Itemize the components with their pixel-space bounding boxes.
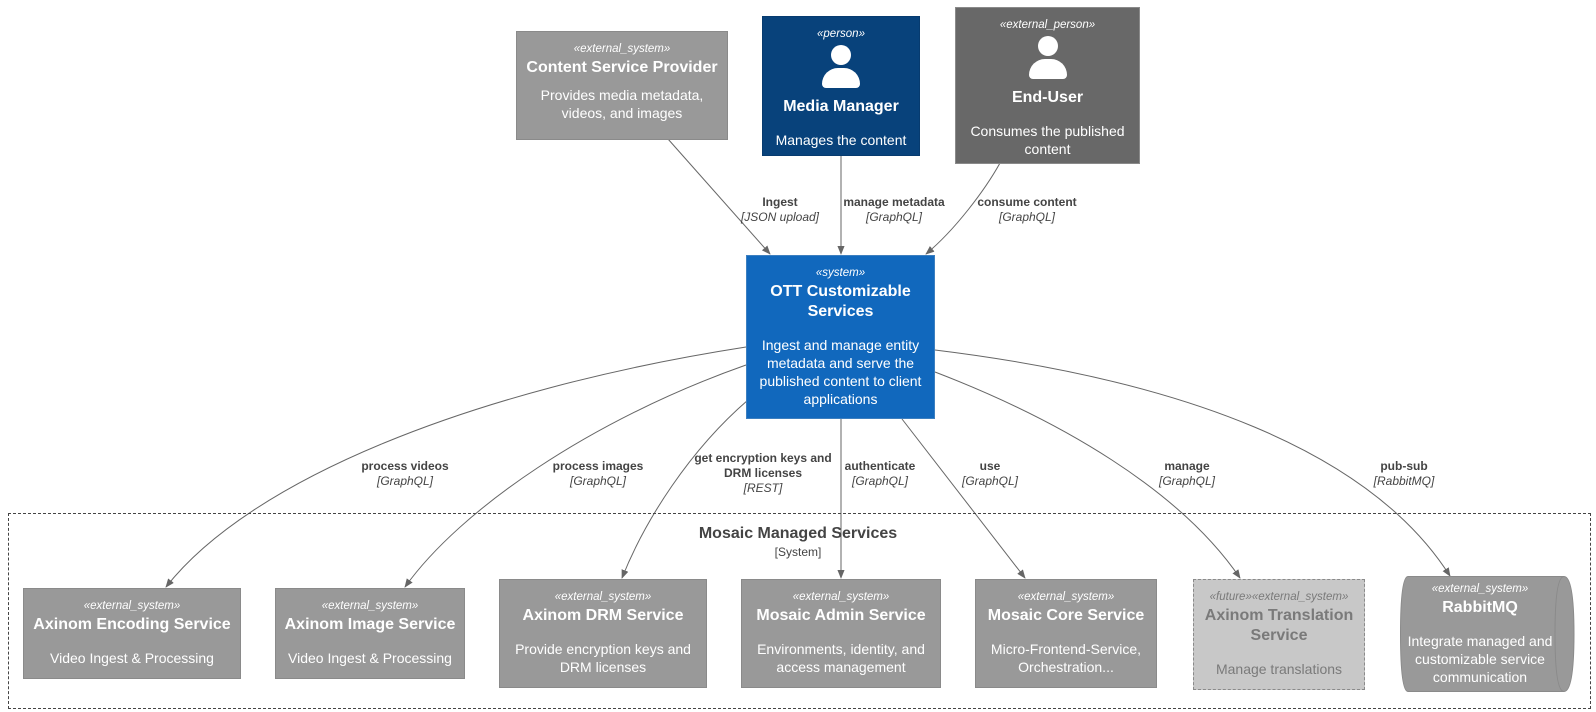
edge-technology: [GraphQL] xyxy=(851,474,909,488)
edge-label-text: consume content xyxy=(977,195,1077,209)
stereotype: «system» xyxy=(815,267,866,279)
stereotype: «future»«external_system» xyxy=(1209,591,1349,603)
stereotype: «external_system» xyxy=(554,591,652,603)
edge-label-pub-sub: pub-sub [RabbitMQ] xyxy=(1364,459,1444,489)
node-description: Provides media metadata, videos, and ima… xyxy=(540,87,704,121)
edge-technology: [GraphQL] xyxy=(1158,474,1216,488)
edge-label-text: get encryption keys and DRM licenses xyxy=(694,451,832,480)
edge-label-text: Ingest xyxy=(762,195,798,209)
person-icon xyxy=(1028,36,1068,88)
node-name: Mosaic Core Service xyxy=(987,607,1145,624)
edge-technology: [GraphQL] xyxy=(998,210,1056,224)
person-icon xyxy=(821,45,861,97)
node-name: Axinom Encoding Service xyxy=(33,616,231,633)
node-description: Consumes the published content xyxy=(970,123,1125,157)
node-description: Video Ingest & Processing xyxy=(50,650,214,666)
edge-label-text: authenticate xyxy=(844,459,916,473)
stereotype: «external_person» xyxy=(999,19,1096,31)
edge-process-images xyxy=(404,364,747,588)
node-axinom-encoding-service[interactable]: «external_system» Axinom Encoding Servic… xyxy=(23,588,241,679)
edge-ingest xyxy=(667,138,771,255)
mosaic-boundary xyxy=(8,513,1591,709)
stereotype: «external_system» xyxy=(1017,591,1115,603)
edge-pubsub xyxy=(934,349,1451,577)
node-rabbitmq[interactable]: «external_system» RabbitMQ Integrate man… xyxy=(1400,576,1560,693)
edge-label-text: process videos xyxy=(361,459,449,473)
node-description: Integrate managed and customizable servi… xyxy=(1407,633,1553,685)
stereotype: «external_system» xyxy=(83,600,181,612)
stereotype: «external_system» xyxy=(573,43,671,55)
edge-label-process-videos: process videos [GraphQL] xyxy=(352,459,458,489)
node-axinom-drm-service[interactable]: «external_system» Axinom DRM Service Pro… xyxy=(499,579,707,688)
node-description: Manages the content xyxy=(775,132,907,148)
rabbitmq-queue-shape xyxy=(1400,576,1575,692)
edge-technology: [GraphQL] xyxy=(376,474,434,488)
edge-label-get-encryption-keys: get encryption keys and DRM licenses [RE… xyxy=(688,451,838,496)
edge-manage xyxy=(934,371,1241,579)
boundary-title: Mosaic Managed Services xyxy=(698,525,898,542)
node-name: Media Manager xyxy=(783,98,899,115)
edge-technology: [RabbitMQ] xyxy=(1373,474,1435,488)
node-axinom-image-service[interactable]: «external_system» Axinom Image Service V… xyxy=(275,588,465,679)
edge-label-ingest: Ingest [JSON upload] xyxy=(732,195,828,225)
node-content-service-provider[interactable]: «external_system» Content Service Provid… xyxy=(516,31,728,140)
stereotype: «person» xyxy=(817,28,865,40)
node-end-user[interactable]: «external_person» End-User Consumes the … xyxy=(955,7,1140,164)
node-description: Video Ingest & Processing xyxy=(288,650,452,666)
node-name: RabbitMQ xyxy=(1442,599,1518,616)
edge-label-manage: manage [GraphQL] xyxy=(1152,459,1222,489)
node-mosaic-admin-service[interactable]: «external_system» Mosaic Admin Service E… xyxy=(741,579,941,688)
edge-label-text: manage xyxy=(1164,459,1210,473)
edge-label-text: pub-sub xyxy=(1380,459,1428,473)
edge-process-videos xyxy=(165,346,747,588)
node-name: End-User xyxy=(1011,89,1084,106)
edge-label-text: use xyxy=(979,459,1001,473)
edge-label-text: manage metadata xyxy=(843,195,945,209)
boundary-subtitle: [System] xyxy=(774,545,822,559)
stereotype: «external_system» xyxy=(321,600,419,612)
node-description: Micro-Frontend-Service, Orchestration... xyxy=(990,641,1142,675)
node-description: Provide encryption keys and DRM licenses xyxy=(515,641,691,675)
edge-label-authenticate: authenticate [GraphQL] xyxy=(838,459,922,489)
edge-label-text: process images xyxy=(552,459,644,473)
edge-use xyxy=(901,418,1026,579)
node-description: Ingest and manage entity metadata and se… xyxy=(759,337,922,407)
stereotype: «external_system» xyxy=(1431,583,1529,595)
node-description: Manage translations xyxy=(1215,661,1343,677)
edge-label-process-images: process images [GraphQL] xyxy=(545,459,651,489)
node-name: Content Service Provider xyxy=(526,59,718,76)
edge-technology: [REST] xyxy=(743,481,783,495)
edge-get-keys xyxy=(621,399,749,579)
node-name: OTT Customizable Services xyxy=(770,283,911,320)
node-axinom-translation-service[interactable]: «future»«external_system» Axinom Transla… xyxy=(1193,579,1365,690)
edge-consume-content xyxy=(925,162,1001,255)
node-media-manager[interactable]: «person» Media Manager Manages the conte… xyxy=(762,16,920,156)
edge-technology: [GraphQL] xyxy=(961,474,1019,488)
node-name: Axinom Image Service xyxy=(284,616,456,633)
edge-label-manage-metadata: manage metadata [GraphQL] xyxy=(840,195,948,225)
node-name: Axinom Translation Service xyxy=(1204,607,1354,644)
node-name: Mosaic Admin Service xyxy=(756,607,926,624)
node-ott-customizable-services[interactable]: «system» OTT Customizable Services Inges… xyxy=(746,255,935,419)
node-description: Environments, identity, and access manag… xyxy=(757,641,925,675)
node-name: Axinom DRM Service xyxy=(522,607,684,624)
stereotype: «external_system» xyxy=(792,591,890,603)
edge-label-use: use [GraphQL] xyxy=(955,459,1025,489)
edge-label-consume-content: consume content [GraphQL] xyxy=(972,195,1082,225)
node-mosaic-core-service[interactable]: «external_system» Mosaic Core Service Mi… xyxy=(975,579,1157,688)
edge-technology: [GraphQL] xyxy=(569,474,627,488)
edge-technology: [JSON upload] xyxy=(740,210,820,224)
edge-technology: [GraphQL] xyxy=(865,210,923,224)
